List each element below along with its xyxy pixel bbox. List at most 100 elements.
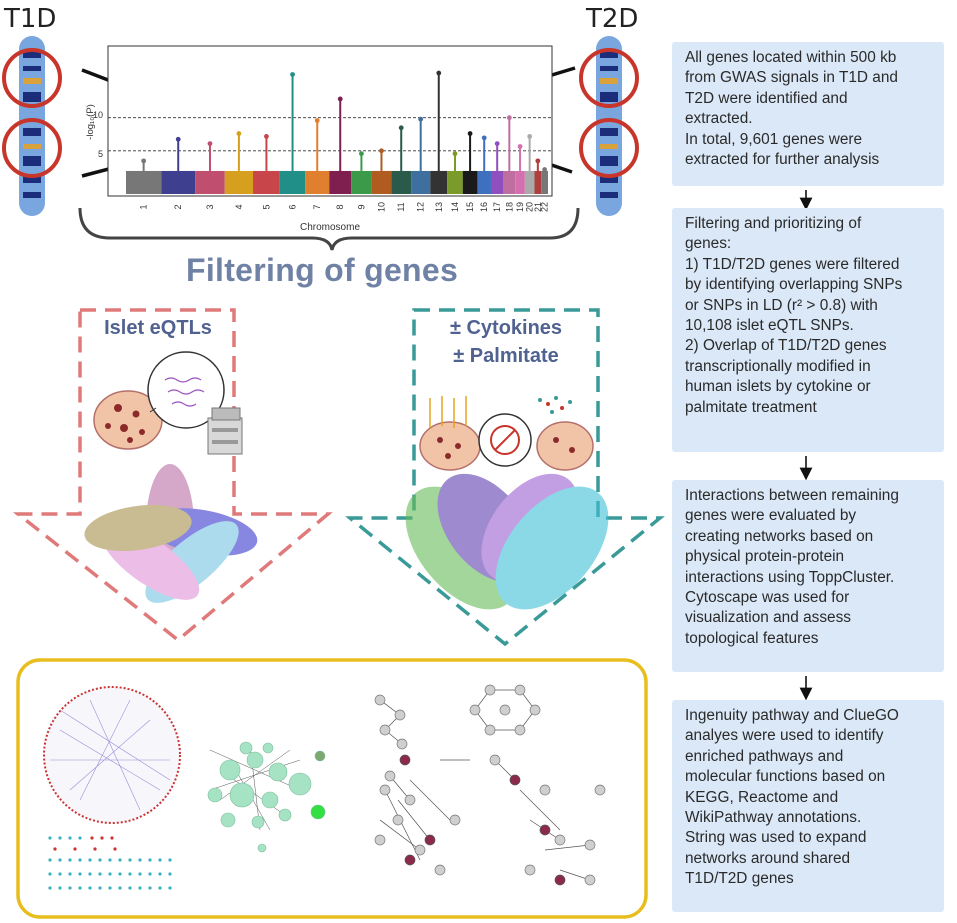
- chromosome-band-21: [534, 170, 542, 194]
- step-box-filtering: Filtering and prioritizing of genes: 1) …: [672, 208, 944, 452]
- chromosome-band-2: [161, 170, 196, 194]
- step-text-networks: Interactions between remaining genes wer…: [685, 487, 899, 647]
- t2d-label: T2D: [586, 4, 639, 34]
- cytokine-panel-outline: [345, 308, 665, 647]
- xtick-2: 2: [173, 204, 183, 209]
- chromosome-band-18: [503, 170, 516, 194]
- islet-cell-icon: [93, 351, 225, 450]
- xtick-14: 14: [450, 202, 460, 212]
- sequencer-icon: [207, 407, 243, 455]
- chromosome-band-22: [541, 170, 548, 194]
- islet-venn-diagram: [84, 464, 258, 603]
- t1d-label: T1D: [4, 4, 57, 34]
- xtick-13: 13: [434, 202, 444, 212]
- xtick-5: 5: [261, 204, 271, 209]
- chromosome-band-7: [305, 170, 330, 194]
- cytokine-title-line2: ± Palmitate: [453, 345, 559, 367]
- peak-point-14: [452, 151, 458, 157]
- peak-point-4: [236, 131, 242, 136]
- manhattan-ytick-10: 10: [93, 110, 103, 120]
- brace: [78, 207, 580, 251]
- peak-point-6: [290, 72, 295, 77]
- peak-point-13: [436, 70, 442, 76]
- chromosome-band-20: [524, 170, 535, 194]
- peak-point-12: [418, 116, 424, 122]
- peak-point-5: [264, 134, 269, 139]
- xtick-19: 19: [515, 202, 525, 212]
- xtick-22: 22: [540, 202, 550, 212]
- chromosome-band-12: [411, 170, 431, 194]
- xtick-17: 17: [492, 202, 502, 212]
- peak-point-2: [175, 136, 181, 142]
- chromosome-icon-left: [2, 36, 62, 216]
- xtick-11: 11: [396, 202, 406, 211]
- peak-point-8: [337, 96, 343, 102]
- chromosome-icon-right: [579, 36, 639, 216]
- xtick-10: 10: [376, 202, 386, 212]
- xtick-12: 12: [416, 202, 426, 212]
- xtick-9: 9: [356, 204, 366, 209]
- peak-point-18: [506, 115, 512, 121]
- cytokine-title-line1: ± Cytokines: [449, 317, 563, 339]
- chromosome-band-3: [195, 170, 225, 194]
- chromosome-band-17: [490, 170, 504, 194]
- chromosome-band-1: [126, 170, 162, 194]
- cytokine-panel-title: ± Cytokines ± Palmitate: [420, 314, 592, 370]
- manhattan-xlabel: Chromosome: [300, 222, 360, 233]
- xtick-4: 4: [234, 204, 244, 209]
- xtick-18: 18: [504, 202, 514, 212]
- step-box-gwas: All genes located within 500 kb from GWA…: [672, 42, 944, 186]
- chromosome-band-11: [391, 170, 412, 194]
- peak-point-7: [314, 118, 320, 123]
- peak-point-3: [207, 141, 213, 147]
- xtick-15: 15: [465, 202, 475, 212]
- chromosome-band-16: [477, 170, 491, 194]
- peak-point-15: [467, 131, 473, 136]
- peak-point-11: [398, 125, 404, 131]
- peak-point-17: [494, 141, 500, 147]
- step-text-filtering: Filtering and prioritizing of genes: 1) …: [685, 215, 903, 416]
- xtick-8: 8: [335, 204, 345, 209]
- chromosome-band-15: [462, 170, 478, 194]
- filtering-title: Filtering of genes: [186, 252, 459, 288]
- peak-point-16: [481, 135, 487, 141]
- network-cluster-green: [207, 741, 326, 853]
- chromosome-band-19: [515, 170, 525, 194]
- peak-point-20: [527, 134, 533, 139]
- xtick-20: 20: [525, 202, 535, 212]
- xtick-1: 1: [139, 204, 149, 209]
- islet-panel-title: Islet eQTLs: [104, 317, 212, 339]
- chromosome-band-13: [430, 170, 448, 194]
- peak-point-9: [359, 151, 364, 157]
- chromosome-band-8: [329, 170, 352, 194]
- cytokine-illustration: [419, 396, 594, 471]
- manhattan-ytick-5: 5: [98, 149, 103, 159]
- chromosome-band-14: [447, 170, 463, 194]
- chromosome-band-10: [371, 170, 392, 194]
- peak-point-22: [542, 167, 548, 172]
- step-text-pathways: Ingenuity pathway and ClueGO analyes wer…: [685, 707, 899, 888]
- islet-panel-outline: [12, 308, 333, 643]
- network-panel-border: [16, 658, 648, 919]
- step-text-gwas: All genes located within 500 kb from GWA…: [685, 49, 898, 169]
- xtick-16: 16: [479, 202, 489, 212]
- peak-point-19: [517, 144, 523, 149]
- chromosome-band-6: [279, 170, 306, 194]
- peak-point-1: [141, 158, 147, 164]
- xtick-21: 21: [533, 202, 543, 212]
- xtick-3: 3: [205, 204, 215, 209]
- network-circle-layout: [43, 686, 181, 890]
- chromosome-band-9: [351, 170, 372, 194]
- chromosome-band-5: [253, 170, 280, 194]
- network-string: [374, 684, 606, 886]
- step-box-networks: Interactions between remaining genes wer…: [672, 480, 944, 672]
- step-box-pathways: Ingenuity pathway and ClueGO analyes wer…: [672, 700, 944, 912]
- chromosome-band-4: [224, 170, 254, 194]
- peak-point-21: [535, 158, 541, 164]
- xtick-7: 7: [312, 204, 322, 209]
- xtick-6: 6: [288, 204, 298, 209]
- cytokine-venn-diagram: [405, 473, 609, 610]
- peak-point-10: [379, 148, 384, 154]
